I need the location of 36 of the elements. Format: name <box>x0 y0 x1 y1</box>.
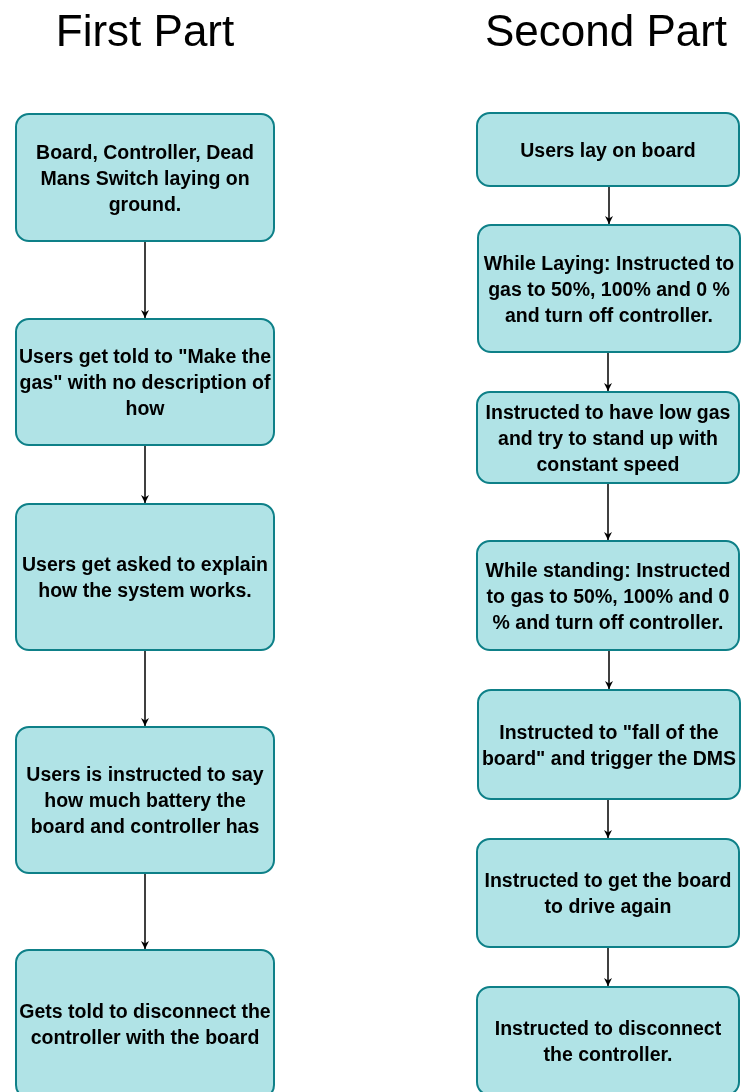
process-box <box>477 689 741 800</box>
arrow <box>604 799 612 839</box>
arrow <box>604 483 612 541</box>
process-box <box>477 224 741 353</box>
arrow <box>141 445 149 504</box>
arrow <box>605 186 613 225</box>
process-box <box>15 726 275 874</box>
step-text: Users lay on board <box>520 137 696 163</box>
step-text: Users get told to "Make the gas" with no description of how <box>18 344 272 421</box>
step-text: Instructed to disconnect the controller. <box>493 1016 723 1067</box>
arrow <box>604 352 612 392</box>
column-heading: Second Part <box>484 6 728 56</box>
process-box <box>15 503 275 651</box>
step-text: Users get asked to explain how the system works. <box>21 552 269 603</box>
step-text: While Laying: Instructed to gas to 50%, 100% and 0 % and turn off controller. <box>482 250 736 328</box>
step-text: Board, Controller, Dead Mans Switch laying on ground. <box>35 139 255 217</box>
arrow <box>141 650 149 727</box>
process-box <box>476 540 740 651</box>
arrow <box>141 873 149 950</box>
step-text: Instructed to get the board to drive again <box>483 868 733 919</box>
step-text: Gets told to disconnect the controller with the board <box>18 999 272 1050</box>
step-text: While standing: Instructed to gas to 50%, 100% and 0 % and turn off controller. <box>484 557 732 635</box>
column-heading: First Part <box>55 6 235 56</box>
arrow <box>141 241 149 319</box>
process-box <box>476 112 740 187</box>
process-box <box>15 113 275 242</box>
step-text: Instructed to have low gas and try to stand up with constant speed <box>484 399 732 477</box>
process-box <box>476 986 740 1092</box>
step-text: Users is instructed to say how much battery the board and controller has <box>25 762 265 839</box>
process-box <box>15 318 275 446</box>
process-box <box>476 838 740 948</box>
step-text: Instructed to "fall of the board" and trigger the DMS <box>480 719 738 771</box>
process-box <box>15 949 275 1092</box>
arrow <box>605 650 613 690</box>
process-box <box>476 391 740 484</box>
arrow <box>604 947 612 987</box>
